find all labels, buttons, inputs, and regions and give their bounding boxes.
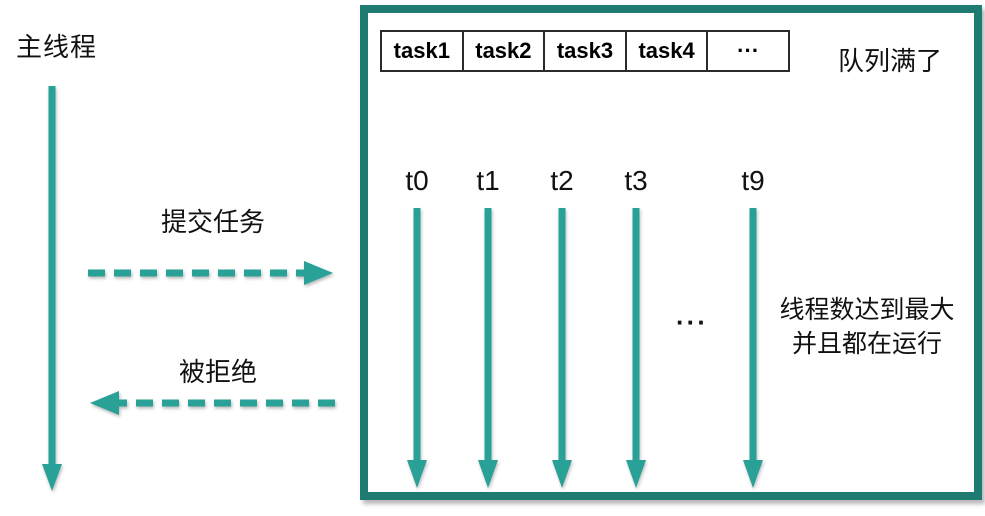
thread-column-t2: t2	[534, 165, 590, 490]
thread-down-arrow-icon	[743, 208, 763, 488]
queue-cell-task1: task1	[393, 38, 450, 63]
queue-cell-task2: task2	[461, 32, 544, 70]
threads-ellipsis: ···	[676, 307, 708, 337]
queue-cell-task3: task3	[543, 32, 625, 70]
thread-label: t3	[624, 165, 648, 196]
thread-column-t9: t9	[725, 165, 781, 490]
thread-label: t0	[405, 165, 429, 196]
main-thread-down-arrow-icon	[42, 86, 62, 491]
thread-down-arrow-icon	[552, 208, 572, 488]
thread-label: t9	[741, 165, 765, 196]
thread-column-t3: t3	[608, 165, 664, 490]
thread-label: t2	[550, 165, 574, 196]
thread-down-arrow-icon	[407, 208, 427, 488]
thread-label: t1	[476, 165, 500, 196]
queue-full-label: 队列满了	[837, 46, 942, 76]
task-queue: task1 task2 task3 task4 ···	[380, 30, 790, 72]
threads-maxed-note: 线程数达到最大 并且都在运行	[779, 296, 955, 358]
rejected-dashed-arrow-icon	[90, 391, 335, 415]
rejected-label: 被拒绝	[178, 357, 257, 387]
queue-cell-task4: task4	[624, 32, 707, 70]
submit-task-dashed-arrow-icon	[88, 261, 333, 285]
thread-down-arrow-icon	[626, 208, 646, 488]
thread-pool-box: task1 task2 task3 task4 ··· 队列满了 t0 t1 t…	[360, 5, 982, 500]
thread-column-t0: t0	[389, 165, 445, 490]
submit-task-label: 提交任务	[160, 207, 265, 237]
queue-cell-ellipsis: ···	[706, 32, 788, 70]
main-thread-label: 主线程	[16, 32, 98, 62]
thread-column-t1: t1	[460, 165, 516, 490]
thread-down-arrow-icon	[478, 208, 498, 488]
